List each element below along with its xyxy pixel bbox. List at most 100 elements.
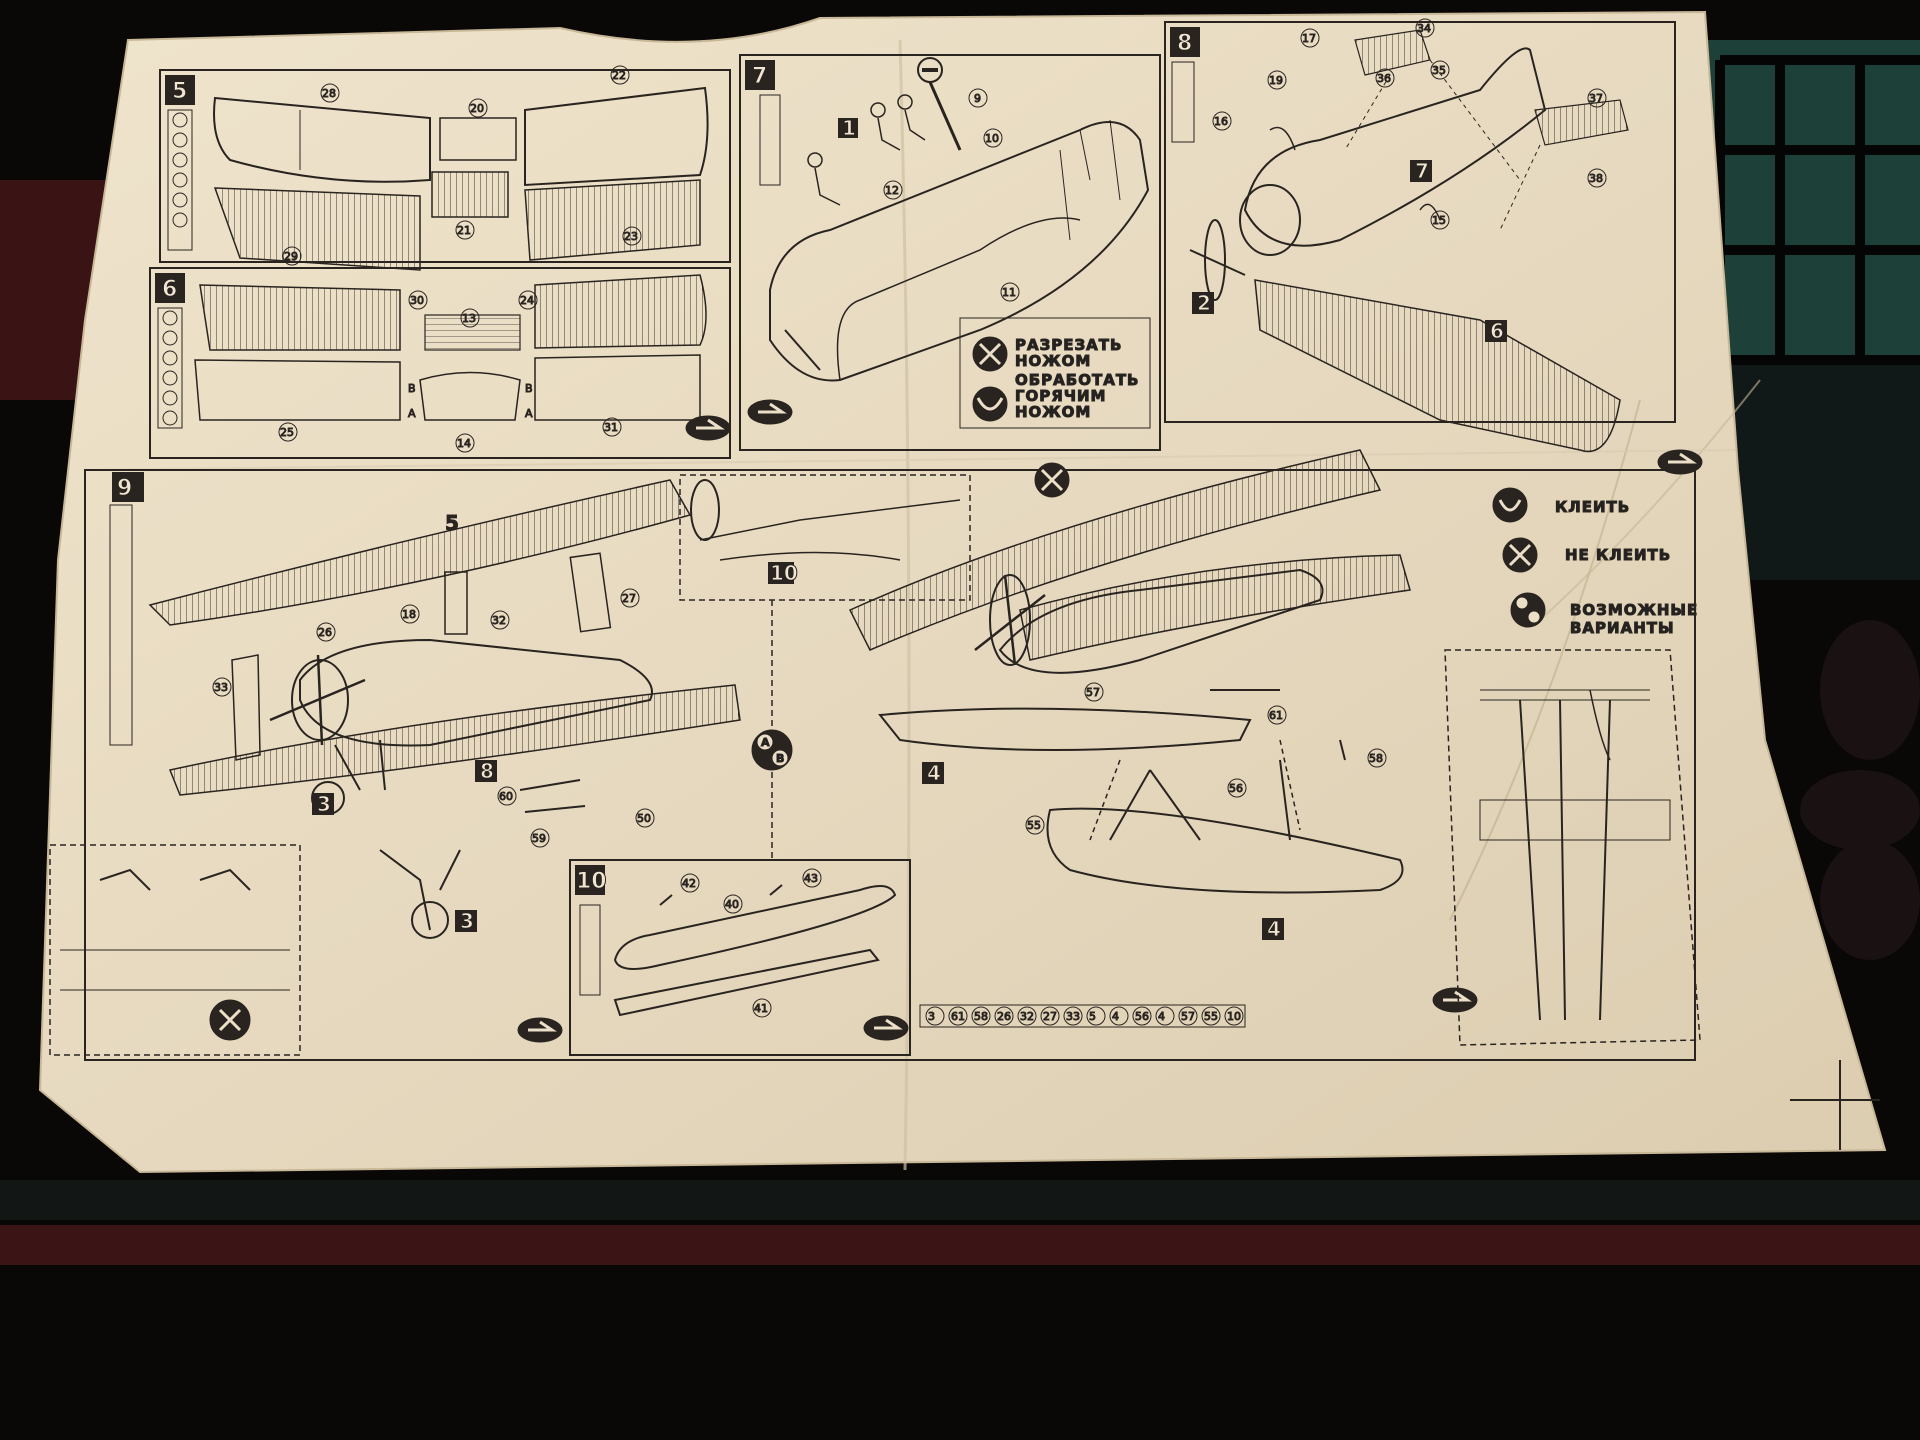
label-a: A	[525, 407, 533, 420]
parts-strip-marker	[1040, 1006, 1060, 1026]
parts-strip-item: 56	[1135, 1010, 1149, 1023]
figure-number: 3	[460, 909, 474, 933]
figure-number: 7	[1415, 159, 1429, 183]
parts-strip-marker	[1155, 1006, 1175, 1026]
parts-strip-item: 61	[951, 1010, 965, 1023]
glue-icon	[1492, 487, 1528, 523]
panel-step-7: 7 1 9 10 12 11 РАЗРЕЗАТЬ	[739, 54, 1161, 451]
parts-strip-item: 32	[1020, 1010, 1034, 1023]
part-label: 35	[1432, 64, 1446, 77]
part-label: 10	[985, 132, 999, 145]
figure-number: 3	[317, 792, 331, 816]
figure-number: 2	[1197, 291, 1211, 315]
step-number: 7	[752, 64, 767, 89]
part-label: 17	[1302, 32, 1316, 45]
part-label: 24	[520, 294, 534, 307]
parts-strip-marker	[948, 1006, 968, 1026]
parts-strip-item: 55	[1204, 1010, 1218, 1023]
step-number: 5	[172, 79, 187, 104]
part-label: 11	[1002, 286, 1016, 299]
part-label: 20	[470, 102, 484, 115]
part-label: 28	[322, 87, 336, 100]
dark-wheels	[1800, 620, 1920, 960]
parts-strip-item: 5	[1089, 1010, 1096, 1023]
part-label: 14	[457, 437, 471, 450]
parts-strip-marker	[1017, 1006, 1037, 1026]
parts-strip-marker	[994, 1006, 1014, 1026]
part-label: 16	[1214, 115, 1228, 128]
step-number: 10	[576, 869, 607, 894]
panel-step-9: 9 3 3 8 5 26 18 32 27 33 60 59 50	[49, 449, 1701, 1061]
parts-strip-marker	[1132, 1006, 1152, 1026]
part-label: 19	[1269, 74, 1283, 87]
part-label: 41	[754, 1002, 768, 1015]
part-label: 27	[622, 592, 636, 605]
part-label: 38	[1589, 172, 1603, 185]
figure-number: 8	[480, 759, 494, 783]
panel-step-6: 6 30 13 24 25 14 31 B A B A	[149, 267, 731, 459]
part-label: 18	[402, 608, 416, 621]
label-b: B	[408, 382, 416, 395]
part-label: 15	[1432, 214, 1446, 227]
figure-number: 10	[770, 561, 798, 585]
panel-step-5: 5 28 20 22 29 21 23	[159, 65, 731, 271]
step-number: 8	[1177, 31, 1192, 56]
part-label: 59	[532, 832, 546, 845]
parts-strip-marker	[1224, 1006, 1244, 1026]
legend-no-glue: НЕ КЛЕИТЬ	[1565, 546, 1671, 564]
part-label: 42	[682, 877, 696, 890]
part-label: 12	[885, 184, 899, 197]
figure-number: 4	[927, 761, 941, 785]
part-label: 36	[1377, 72, 1391, 85]
step-number: 9	[117, 476, 132, 501]
parts-strip-item: 58	[974, 1010, 988, 1023]
part-label: 30	[410, 294, 424, 307]
part-label: 9	[974, 92, 981, 105]
part-label: 57	[1086, 686, 1100, 699]
figure-number: 4	[1267, 917, 1281, 941]
part-label: 22	[612, 69, 626, 82]
part-label: 56	[1229, 782, 1243, 795]
part-label: 23	[624, 230, 638, 243]
part-label: 43	[804, 872, 818, 885]
variant-badge: A B	[751, 729, 793, 771]
legend-heat-line2: ГОРЯЧИМ	[1015, 387, 1106, 405]
panel-step-8: 8 2 7 6 16 19 17 34 35 36 37 38 15	[1164, 18, 1703, 475]
parts-strip-item: 4	[1112, 1010, 1119, 1023]
part-label: 34	[1417, 22, 1431, 35]
parts-strip-marker	[1201, 1006, 1221, 1026]
no-glue-icon	[1502, 537, 1538, 573]
part-label: 31	[604, 421, 618, 434]
legend-cut-line2: НОЖОМ	[1015, 352, 1091, 370]
part-label: 50	[637, 812, 651, 825]
part-label: 32	[492, 614, 506, 627]
part-label: 37	[1589, 92, 1603, 105]
part-label: 58	[1369, 752, 1383, 765]
parts-strip-item: 57	[1181, 1010, 1195, 1023]
variant-b: B	[776, 752, 784, 765]
part-label: 40	[725, 898, 739, 911]
part-label: 29	[284, 250, 298, 263]
legend-heat-line3: НОЖОМ	[1015, 403, 1091, 421]
parts-strip-marker	[971, 1006, 991, 1026]
part-label: 21	[457, 224, 471, 237]
part-label: 33	[214, 681, 228, 694]
legend-cut-line1: РАЗРЕЗАТЬ	[1015, 336, 1122, 354]
parts-strip-marker	[1178, 1006, 1198, 1026]
legend-glue: КЛЕИТЬ	[1555, 498, 1630, 516]
registration-mark	[1790, 1060, 1880, 1150]
part-label: 61	[1269, 709, 1283, 722]
part-label: 55	[1027, 819, 1041, 832]
parts-strip-marker	[1109, 1006, 1129, 1026]
figure-number: 1	[842, 116, 856, 140]
parts-strip-item: 27	[1043, 1010, 1057, 1023]
hot-knife-icon	[972, 386, 1008, 422]
parts-strip-item: 10	[1227, 1010, 1241, 1023]
parts-strip-item: 26	[997, 1010, 1011, 1023]
parts-strip-item: 4	[1158, 1010, 1165, 1023]
label-a: A	[408, 407, 416, 420]
part-label: 13	[462, 312, 476, 325]
parts-strip-item: 33	[1066, 1010, 1080, 1023]
